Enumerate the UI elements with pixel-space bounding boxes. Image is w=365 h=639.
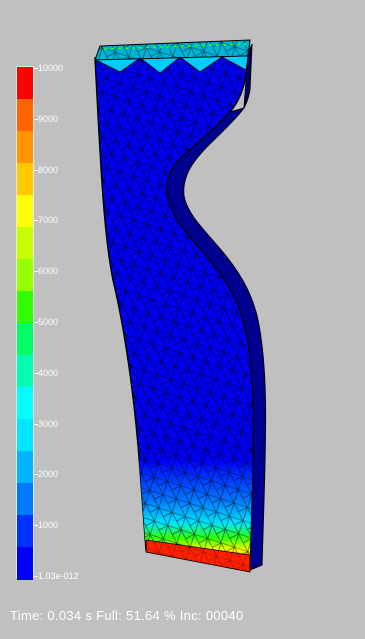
legend-label: 7000 bbox=[38, 215, 59, 226]
legend-tick bbox=[34, 576, 38, 577]
part-top-face bbox=[94, 39, 251, 74]
legend-color-band bbox=[17, 195, 33, 228]
legend-label: 10000 bbox=[38, 63, 64, 73]
legend-label: 8000 bbox=[38, 164, 59, 175]
legend-label: 6000 bbox=[38, 266, 59, 277]
legend-color-band bbox=[17, 387, 33, 420]
legend-color-band bbox=[17, 451, 33, 484]
legend-label: 1000 bbox=[38, 520, 59, 531]
legend-color-band bbox=[17, 67, 33, 100]
legend-tick bbox=[34, 372, 38, 374]
legend-color-band bbox=[17, 323, 33, 356]
legend-label: 9000 bbox=[38, 113, 59, 124]
legend-label: 2000 bbox=[38, 469, 59, 480]
legend-color-band bbox=[17, 515, 33, 548]
legend-tick bbox=[34, 169, 38, 171]
legend-color-band bbox=[17, 547, 33, 580]
legend-color-band bbox=[17, 99, 33, 132]
legend-label: 3000 bbox=[38, 418, 59, 429]
legend-color-band bbox=[17, 131, 33, 164]
legend-tick bbox=[34, 423, 38, 425]
legend-color-band bbox=[17, 259, 33, 292]
legend-color-band bbox=[17, 483, 33, 516]
color-scale-legend bbox=[16, 66, 34, 580]
legend-color-band bbox=[17, 163, 33, 196]
part-body bbox=[94, 43, 267, 571]
legend-tick bbox=[34, 220, 38, 222]
legend-tick bbox=[34, 322, 38, 323]
legend-tick bbox=[34, 271, 38, 273]
status-readout: Time: 0.034 s Full: 51.64 % Inc: 00040 bbox=[10, 608, 244, 623]
legend-color-band bbox=[17, 291, 33, 324]
legend-color-band bbox=[17, 419, 33, 452]
legend-tick bbox=[34, 525, 38, 527]
legend-color-band bbox=[17, 227, 33, 260]
part-bottom-face bbox=[145, 539, 251, 573]
legend-tick bbox=[34, 118, 38, 120]
legend-label: 4000 bbox=[38, 367, 59, 378]
legend-tick bbox=[34, 68, 38, 69]
legend-label: 1.03e-012 bbox=[38, 571, 79, 581]
legend-color-band bbox=[17, 355, 33, 388]
legend-label: 5000 bbox=[38, 317, 59, 327]
legend-tick bbox=[34, 474, 38, 476]
